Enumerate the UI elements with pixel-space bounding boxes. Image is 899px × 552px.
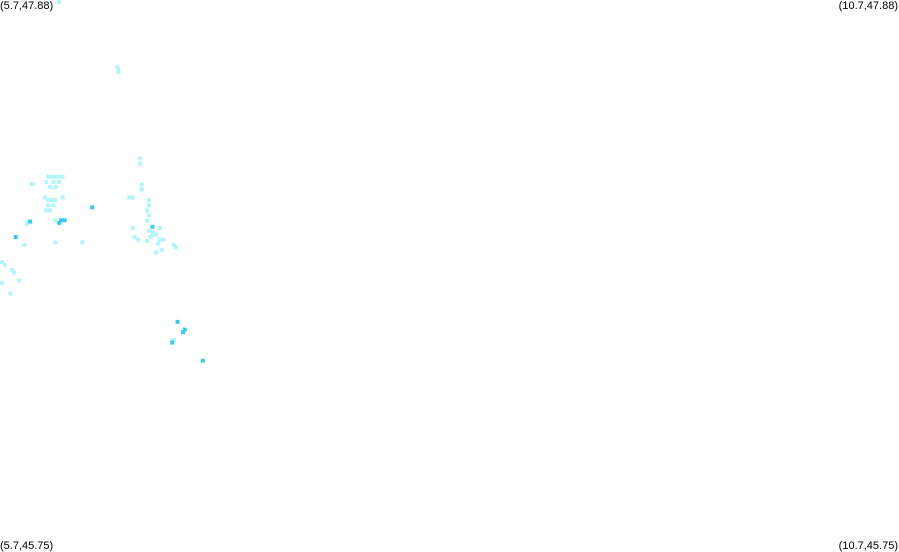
map-feature-pixel bbox=[175, 319, 180, 324]
map-feature-pixel bbox=[132, 235, 137, 240]
map-feature-pixel bbox=[172, 242, 176, 247]
corner-label-top-left: (5.7,47.88) bbox=[0, 0, 54, 12]
map-feature-pixel bbox=[161, 237, 166, 242]
map-feature-pixel bbox=[0, 260, 4, 265]
feature-layer bbox=[0, 0, 205, 363]
map-feature-pixel bbox=[17, 278, 22, 283]
map-feature-pixel bbox=[53, 198, 58, 203]
map-feature-pixel bbox=[10, 268, 15, 272]
map-feature-pixel bbox=[157, 237, 162, 242]
map-feature-pixel bbox=[22, 242, 27, 247]
map-feature-pixel bbox=[13, 235, 18, 240]
map-feature-pixel bbox=[57, 220, 62, 225]
map-feature-pixel bbox=[139, 187, 144, 192]
map-feature-pixel bbox=[48, 185, 52, 190]
map-feature-pixel bbox=[60, 174, 65, 179]
map-feature-pixel bbox=[115, 64, 120, 69]
map-feature-pixel bbox=[130, 195, 135, 200]
map-feature-pixel bbox=[146, 198, 151, 203]
map-feature-pixel bbox=[146, 203, 151, 208]
map-feature-pixel bbox=[48, 208, 52, 213]
corner-label-bottom-left: (5.7,45.75) bbox=[0, 540, 54, 552]
map-feature-pixel bbox=[139, 182, 144, 187]
map-feature-pixel bbox=[12, 270, 16, 275]
map-feature-pixel bbox=[51, 179, 56, 184]
map-feature-pixel bbox=[49, 198, 54, 203]
map-feature-pixel bbox=[173, 245, 178, 250]
map-feature-pixel bbox=[150, 224, 155, 229]
map-feature-pixel bbox=[154, 232, 159, 237]
map-feature-pixel bbox=[127, 195, 132, 200]
map-feature-pixel bbox=[145, 218, 150, 223]
map-feature-pixel bbox=[200, 358, 205, 363]
map-feature-pixel bbox=[157, 226, 162, 231]
corner-label-bottom-right: (10.7,45.75) bbox=[838, 540, 898, 552]
map-feature-pixel bbox=[145, 208, 150, 213]
map-feature-pixel bbox=[53, 185, 58, 190]
map-feature-pixel bbox=[130, 226, 135, 231]
map-feature-pixel bbox=[46, 198, 51, 203]
map-feature-pixel bbox=[46, 203, 51, 208]
map-feature-pixel bbox=[8, 291, 13, 296]
map-feature-pixel bbox=[148, 235, 153, 240]
map-feature-pixel bbox=[44, 208, 49, 213]
map-feature-pixel bbox=[150, 229, 155, 234]
map-feature-pixel bbox=[46, 174, 51, 179]
map-feature-pixel bbox=[60, 195, 65, 200]
map-feature-pixel bbox=[116, 70, 121, 74]
map-feature-pixel bbox=[0, 281, 4, 285]
map-feature-pixel bbox=[57, 0, 61, 4]
map-feature-pixel bbox=[53, 240, 58, 245]
map-feature-pixel bbox=[49, 174, 54, 179]
map-feature-pixel bbox=[57, 179, 61, 184]
map-feature-pixel bbox=[44, 179, 49, 184]
map-feature-pixel bbox=[150, 232, 155, 237]
map-feature-pixel bbox=[24, 222, 29, 227]
map-feature-pixel bbox=[62, 218, 67, 223]
map-feature-pixel bbox=[155, 241, 160, 246]
map-feature-pixel bbox=[181, 330, 185, 335]
map-feature-pixel bbox=[137, 161, 142, 166]
map-feature-pixel bbox=[146, 213, 151, 218]
map-feature-pixel bbox=[80, 240, 85, 245]
map-feature-pixel bbox=[30, 182, 34, 186]
map-feature-pixel bbox=[42, 195, 47, 200]
map-feature-pixel bbox=[53, 174, 58, 179]
corner-label-top-right: (10.7,47.88) bbox=[838, 0, 898, 12]
map-feature-pixel bbox=[3, 262, 7, 267]
map-feature-pixel bbox=[137, 156, 142, 161]
map-feature-pixel bbox=[159, 248, 164, 253]
map-feature-pixel bbox=[172, 338, 176, 342]
map-feature-pixel bbox=[154, 250, 159, 255]
map-feature-pixel bbox=[53, 218, 58, 223]
map-feature-pixel bbox=[145, 239, 150, 243]
map-feature-pixel bbox=[136, 237, 141, 242]
map-feature-pixel bbox=[170, 340, 175, 345]
map-feature-pixel bbox=[182, 327, 187, 332]
map-feature-pixel bbox=[51, 203, 56, 208]
map-feature-pixel bbox=[146, 228, 151, 233]
map-feature-pixel bbox=[90, 205, 95, 210]
map-feature-pixel bbox=[116, 67, 121, 72]
map-feature-pixel bbox=[57, 174, 61, 179]
map-feature-pixel bbox=[28, 219, 33, 224]
map-feature-pixel bbox=[59, 218, 64, 223]
